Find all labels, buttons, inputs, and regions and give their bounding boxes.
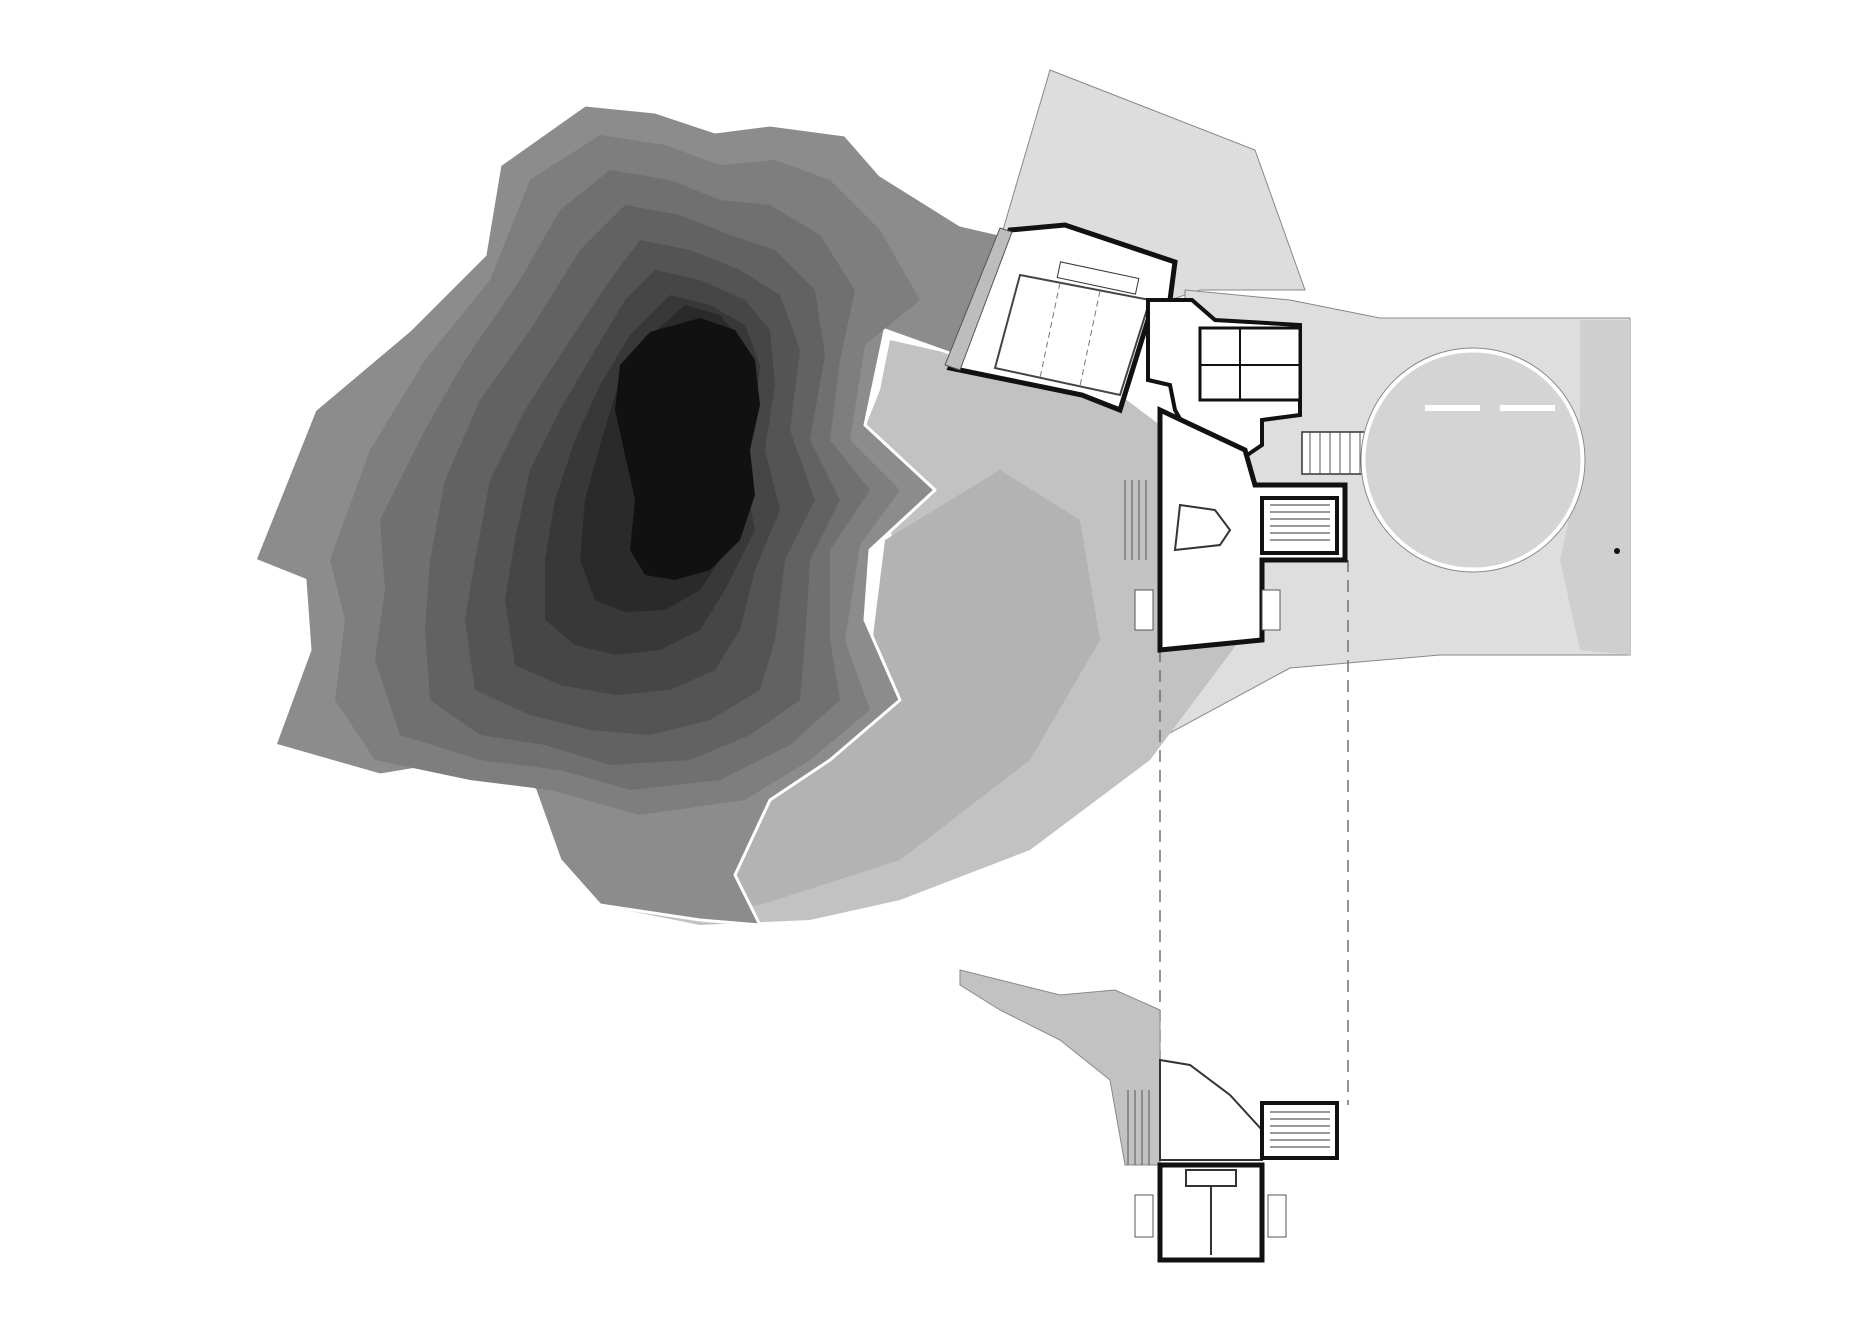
wing-terrace [944,227,1013,371]
counter [1056,261,1140,295]
north-wing-hall [993,273,1152,397]
lower-stair-treads [1270,1111,1330,1148]
north-wing [944,222,1178,414]
lower-circulation [1159,1058,1263,1161]
lower-terrain [959,969,1161,1166]
east-bench [1261,589,1281,631]
pit-floor [615,318,760,580]
lower-west-bench [1134,1194,1154,1238]
central-block [1124,298,1388,653]
circular-platform [1360,347,1620,573]
projection-lines [1159,560,1349,1105]
survey-point [1614,548,1620,554]
platform-mark-right [1500,405,1555,411]
lower-level [1127,1058,1339,1263]
west-steps [1124,480,1147,560]
lower-room-fixture [1185,1169,1237,1187]
quarry-pit [253,103,1027,927]
platform-mark-left [1425,405,1480,411]
platform-ring [1360,347,1586,573]
west-bench [1134,589,1154,631]
lobby [1157,406,1348,653]
stair-treads [1270,504,1330,541]
lower-east-bench [1267,1194,1287,1238]
lower-stair-core [1260,1101,1339,1160]
hall-divider-1 [1039,282,1061,379]
reception-desk [1173,503,1232,552]
east-edge-strip [1560,320,1630,655]
platform-ring-outline [1360,347,1586,573]
hall-divider-2 [1079,290,1101,387]
slope-terrain-dark [600,470,1100,915]
lower-west-steps [1127,1090,1150,1165]
